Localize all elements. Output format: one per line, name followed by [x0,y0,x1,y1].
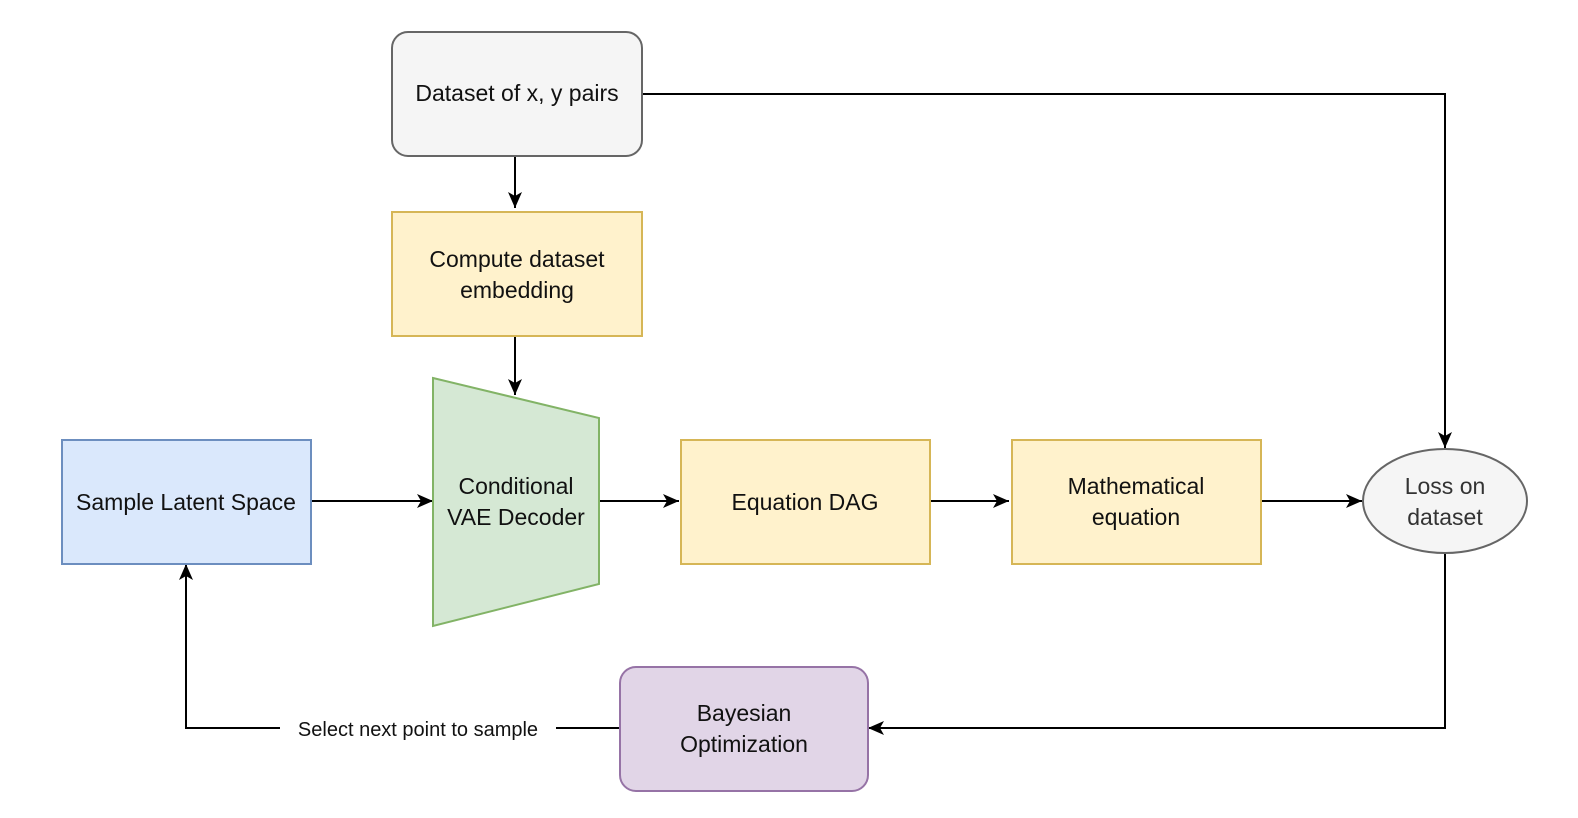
node-bayes[interactable]: Bayesian Optimization [619,666,869,792]
edges [179,93,1452,735]
node-bayes-shape [619,666,869,792]
node-loss-label-line1: Loss on [1405,473,1486,499]
node-latent[interactable]: Sample Latent Space [61,439,312,565]
edge-label-select-next: Select next point to sample [280,714,556,742]
node-equation-label-line2: equation [1092,504,1180,530]
node-latent-shape [61,439,312,565]
node-decoder-shape [432,376,600,628]
node-embedding-label-line1: Compute dataset [429,246,605,272]
node-bayes-label-line2: Optimization [680,731,808,757]
node-dataset-label: Dataset of x, y pairs [415,80,618,106]
node-dataset-shape [391,31,643,157]
node-embedding-label-line2: embedding [460,277,574,303]
node-embedding[interactable]: Compute dataset embedding [391,211,643,337]
node-dataset[interactable]: Dataset of x, y pairs [391,31,643,157]
node-loss[interactable]: Loss on dataset [1362,448,1528,554]
node-loss-label-line2: dataset [1407,504,1483,530]
node-bayes-label-line1: Bayesian [697,700,792,726]
node-embedding-shape [391,211,643,337]
node-decoder-label-line1: Conditional [458,473,573,499]
edge-label-select-next-text: Select next point to sample [298,719,538,741]
node-equation[interactable]: Mathematical equation [1011,439,1262,565]
edge-loss-to-bayes [868,553,1446,735]
node-decoder-label-line2: VAE Decoder [447,504,585,530]
node-dag-shape [680,439,931,565]
node-equation-shape [1011,439,1262,565]
node-loss-shape [1362,448,1528,554]
node-decoder[interactable]: Conditional VAE Decoder [432,376,600,628]
node-latent-label: Sample Latent Space [76,489,296,515]
node-dag-label: Equation DAG [731,489,878,515]
node-equation-label-line1: Mathematical [1068,473,1205,499]
node-dag[interactable]: Equation DAG [680,439,931,565]
edge-dataset-to-loss [642,93,1452,448]
